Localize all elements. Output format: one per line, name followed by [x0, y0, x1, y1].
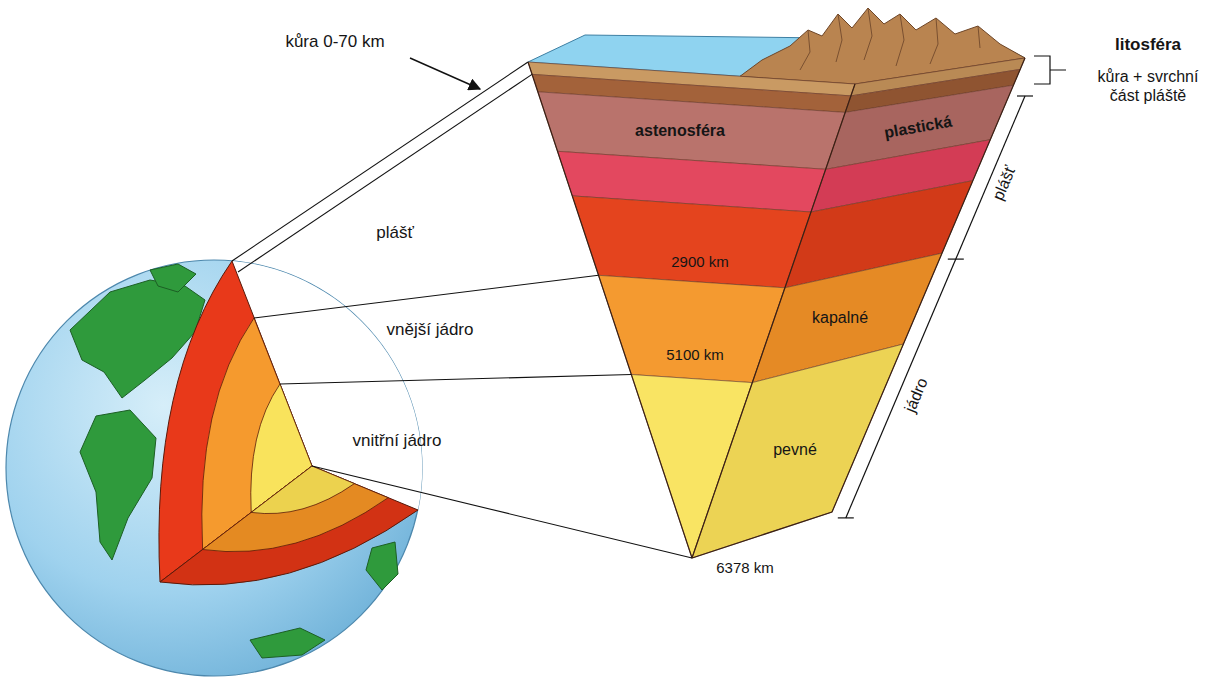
leader-line	[280, 375, 631, 385]
ridge	[800, 30, 810, 70]
layer-property: kapalné	[812, 308, 868, 327]
lower-mantle-band	[572, 196, 811, 288]
leader-lines	[232, 58, 692, 558]
ridge	[864, 8, 872, 60]
inner-core-face	[251, 466, 354, 514]
globe	[6, 260, 422, 676]
depth-label: 5100 km	[666, 346, 724, 364]
leader-line	[312, 466, 692, 558]
inner-core-band	[692, 344, 903, 558]
mantle-face	[160, 466, 418, 585]
layer-label: vnější jádro	[387, 320, 474, 340]
lithosphere-note: kůra + svrchní část pláště	[1082, 67, 1214, 105]
layer-property: pevné	[773, 440, 817, 459]
mantle-bar	[956, 96, 1025, 259]
ridge	[978, 26, 980, 48]
layer-label: astenosféra	[635, 121, 725, 140]
bracket-label: plášť	[988, 163, 1019, 203]
outer-core-band	[599, 275, 785, 382]
bar-tick	[838, 517, 854, 518]
leader-line	[232, 62, 528, 261]
ridge	[836, 14, 842, 62]
continent	[250, 628, 325, 658]
bar-tick	[948, 259, 964, 260]
ridge	[930, 18, 938, 64]
depth-label: 6378 km	[716, 559, 774, 577]
lithosphere-bracket	[1034, 56, 1066, 84]
lithosphere-title: litosféra	[1115, 35, 1181, 55]
layer-property: plastická	[883, 112, 954, 143]
layer-label: plášť	[376, 223, 414, 243]
continent	[80, 410, 156, 560]
leader-line	[238, 74, 532, 272]
outer-core-face	[203, 466, 389, 552]
ridge	[896, 14, 904, 66]
bracket-label: jádro	[900, 375, 932, 415]
mountain-ridges	[800, 8, 980, 70]
wedge-outline	[528, 58, 1025, 558]
continent	[366, 542, 398, 590]
brackets	[838, 56, 1066, 518]
layer-label: vnitřní jádro	[353, 431, 442, 451]
crust-label: kůra 0-70 km	[285, 32, 384, 52]
core-bar	[846, 259, 956, 518]
leader-line	[254, 275, 599, 318]
continent	[150, 264, 196, 292]
pointer-arrow	[410, 58, 480, 89]
depth-label: 2900 km	[671, 253, 729, 271]
bar-tick	[1017, 95, 1033, 96]
side-face	[692, 58, 1025, 558]
